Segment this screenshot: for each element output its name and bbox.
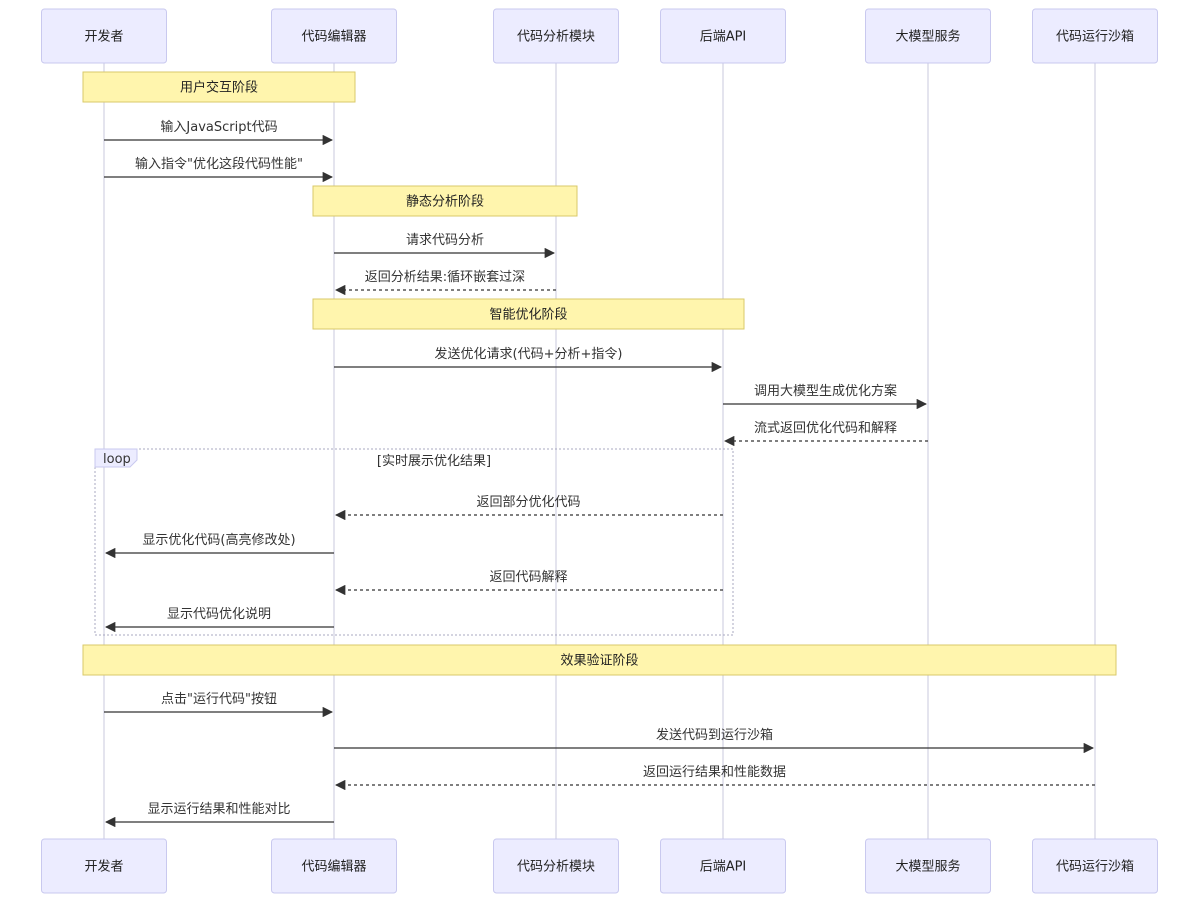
- actor-box: [41, 838, 167, 894]
- actor-box: [1032, 838, 1158, 894]
- message-2: 输入指令"优化这段代码性能": [104, 156, 334, 183]
- phase-note-1: 用户交互阶段: [82, 71, 356, 103]
- loop-condition: [实时展示优化结果]: [377, 454, 491, 469]
- message-15: 显示运行结果和性能对比: [104, 802, 334, 828]
- actor-top-api: 后端API: [660, 8, 786, 64]
- message-label: 显示代码优化说明: [167, 607, 271, 622]
- note-label: 静态分析阶段: [406, 195, 484, 210]
- note-box: [82, 71, 356, 103]
- actor-box: [493, 8, 619, 64]
- actor-bottom-llm: 大模型服务: [865, 838, 991, 894]
- message-1: 输入JavaScript代码: [104, 119, 334, 146]
- actor-box: [865, 838, 991, 894]
- message-7: 流式返回优化代码和解释: [723, 421, 928, 447]
- message-label: 输入JavaScript代码: [160, 119, 277, 135]
- message-label: 调用大模型生成优化方案: [754, 383, 897, 399]
- loop-label: loop: [103, 452, 131, 467]
- message-label: 显示优化代码(高亮修改处): [142, 532, 295, 548]
- message-6: 调用大模型生成优化方案: [723, 383, 928, 410]
- actor-label: 大模型服务: [895, 29, 960, 45]
- message-11: 显示代码优化说明: [104, 607, 334, 633]
- phase-note-2: 静态分析阶段: [312, 185, 578, 217]
- actor-box: [271, 8, 397, 64]
- actor-box: [865, 8, 991, 64]
- message-label: 点击"运行代码"按钮: [161, 692, 277, 707]
- message-14: 返回运行结果和性能数据: [334, 765, 1095, 791]
- actor-label: 开发者: [84, 859, 123, 875]
- actor-label: 代码编辑器: [301, 30, 366, 45]
- message-label: 发送优化请求(代码+分析+指令): [435, 346, 623, 362]
- actor-bottom-dev: 开发者: [41, 838, 167, 894]
- message-label: 返回部分优化代码: [476, 495, 580, 510]
- actor-top-llm: 大模型服务: [865, 8, 991, 64]
- actor-box: [271, 838, 397, 894]
- actor-label: 代码编辑器: [301, 860, 366, 875]
- message-label: 显示运行结果和性能对比: [147, 802, 290, 817]
- actor-box: [1032, 8, 1158, 64]
- actor-label: 代码运行沙箱: [1056, 29, 1134, 45]
- message-label: 流式返回优化代码和解释: [754, 421, 897, 436]
- actor-label: 后端API: [700, 30, 747, 45]
- message-label: 返回代码解释: [489, 570, 567, 585]
- actor-label: 代码运行沙箱: [1056, 859, 1134, 875]
- message-5: 发送优化请求(代码+分析+指令): [334, 346, 723, 373]
- actor-bottom-sandbox: 代码运行沙箱: [1032, 838, 1158, 894]
- message-label: 输入指令"优化这段代码性能": [135, 156, 303, 172]
- actor-top-sandbox: 代码运行沙箱: [1032, 8, 1158, 64]
- actor-label: 代码分析模块: [517, 860, 595, 875]
- message-10: 返回代码解释: [334, 570, 723, 596]
- note-box: [312, 185, 578, 217]
- phase-note-4: 效果验证阶段: [82, 644, 1117, 676]
- note-label: 用户交互阶段: [180, 80, 258, 96]
- note-label: 智能优化阶段: [489, 308, 567, 323]
- actor-bottom-analyzer: 代码分析模块: [493, 838, 619, 894]
- actor-label: 代码分析模块: [517, 30, 595, 45]
- message-12: 点击"运行代码"按钮: [104, 692, 334, 718]
- message-8: 返回部分优化代码: [334, 495, 723, 521]
- actor-label: 后端API: [700, 860, 747, 875]
- message-13: 发送代码到运行沙箱: [334, 727, 1095, 754]
- message-4: 返回分析结果:循环嵌套过深: [334, 269, 556, 296]
- actor-label: 开发者: [84, 29, 123, 45]
- note-box: [312, 298, 745, 330]
- actor-box: [660, 8, 786, 64]
- actor-box: [41, 8, 167, 64]
- actor-top-dev: 开发者: [41, 8, 167, 64]
- actor-box: [493, 838, 619, 894]
- message-label: 返回运行结果和性能数据: [643, 765, 786, 780]
- actor-bottom-api: 后端API: [660, 838, 786, 894]
- message-label: 请求代码分析: [406, 233, 484, 248]
- message-3: 请求代码分析: [334, 233, 556, 259]
- loop-tag: [94, 448, 138, 468]
- note-box: [82, 644, 1117, 676]
- phase-note-3: 智能优化阶段: [312, 298, 745, 330]
- actor-bottom-editor: 代码编辑器: [271, 838, 397, 894]
- loop-frame: loop [实时展示优化结果]: [94, 448, 734, 636]
- note-label: 效果验证阶段: [560, 653, 638, 669]
- actor-label: 大模型服务: [895, 859, 960, 875]
- message-label: 返回分析结果:循环嵌套过深: [365, 269, 525, 285]
- actor-top-analyzer: 代码分析模块: [493, 8, 619, 64]
- actor-top-editor: 代码编辑器: [271, 8, 397, 64]
- message-9: 显示优化代码(高亮修改处): [104, 532, 334, 559]
- message-label: 发送代码到运行沙箱: [656, 727, 773, 743]
- actor-box: [660, 838, 786, 894]
